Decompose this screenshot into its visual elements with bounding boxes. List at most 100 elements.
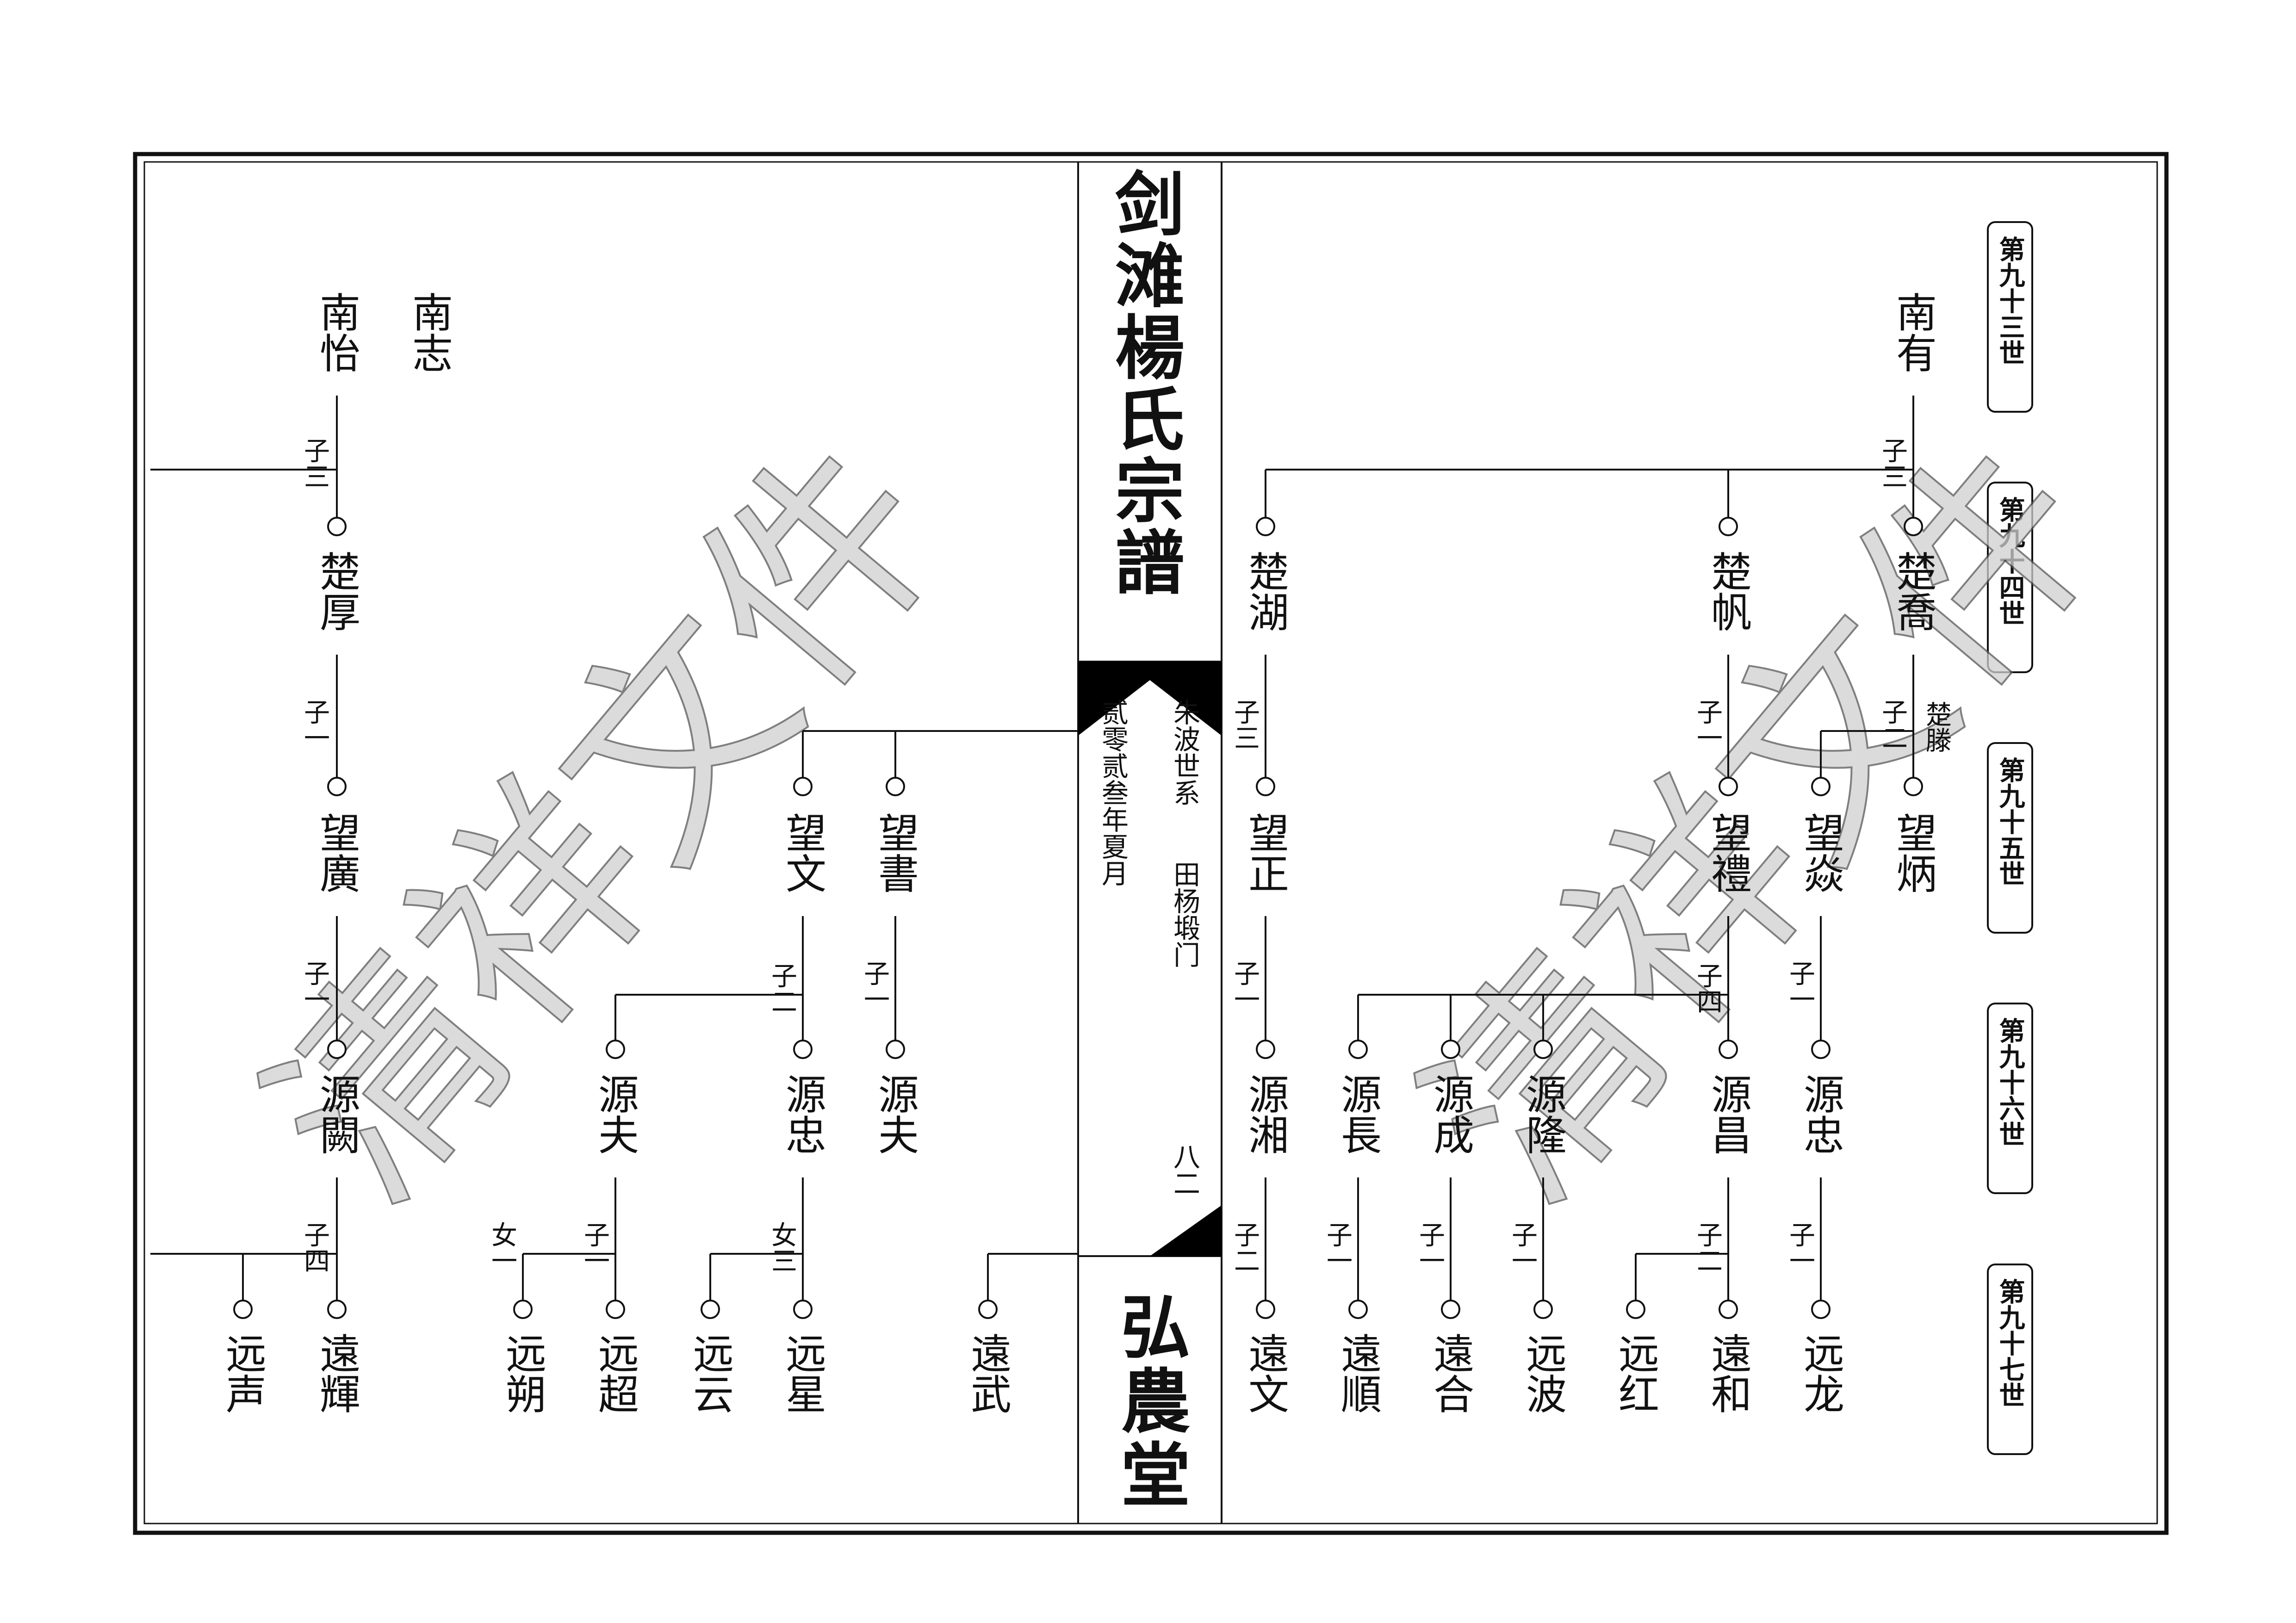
person-name: 源長 <box>1334 1073 1382 1155</box>
lineage-marker <box>1811 777 1831 796</box>
child-count-label: 子一 <box>300 699 330 750</box>
lineage-marker <box>327 777 347 796</box>
lineage-marker <box>1256 1040 1275 1059</box>
person-name: 望書 <box>872 812 919 893</box>
person-name: 遠和 <box>1705 1332 1752 1414</box>
person-name: 楚湖 <box>1242 551 1290 632</box>
lineage-marker <box>1533 1040 1553 1059</box>
person-name: 楚帆 <box>1705 551 1752 632</box>
child-count-label: 子四 <box>1693 962 1723 1014</box>
person-name: 南志 <box>406 291 453 373</box>
lineage-lines <box>150 396 1914 1300</box>
gen-box <box>1987 482 2033 673</box>
person-name: 南怡 <box>313 291 361 373</box>
title-char: 宗 <box>1115 451 1185 533</box>
person-name: 远朔 <box>499 1332 547 1414</box>
child-count-label: 子一 <box>860 960 890 1012</box>
lineage-marker <box>793 777 813 796</box>
person-name: 源闕 <box>313 1073 361 1155</box>
person-name: 遠合 <box>1427 1332 1475 1414</box>
person-name: 源忠 <box>779 1073 827 1155</box>
person-name: 远龙 <box>1797 1332 1845 1414</box>
lineage-marker <box>1533 1300 1553 1319</box>
child-count-label: 子一 <box>1785 960 1815 1012</box>
lineage-marker <box>327 1300 347 1319</box>
person-name: 遠輝 <box>313 1332 361 1414</box>
lineage-marker <box>1348 1300 1368 1319</box>
lineage-marker <box>1719 1300 1738 1319</box>
person-name: 远声 <box>219 1332 267 1414</box>
lineage-marker <box>1719 777 1738 796</box>
person-name: 远超 <box>592 1332 639 1414</box>
lineage-marker <box>1256 777 1275 796</box>
person-name: 远波 <box>1520 1332 1567 1414</box>
spine: 剑 滩 楊 氏 宗 譜 弘農堂 朱波世系 田杨塅门 贰零贰叁年夏月 八二 <box>1077 162 1222 1524</box>
lineage-marker <box>978 1300 998 1319</box>
lineage-marker <box>1719 517 1738 536</box>
child-count-label: 子二 <box>1878 699 1908 750</box>
lineage-marker <box>1811 1300 1831 1319</box>
child-count-label: 女三 <box>767 1221 797 1273</box>
lineage-markers <box>233 517 1923 1319</box>
lineage-marker <box>886 1040 905 1059</box>
child-count-label: 子三 <box>1230 699 1260 750</box>
lineage-marker <box>1348 1040 1368 1059</box>
spine-title: 剑 滩 楊 氏 宗 譜 <box>1115 164 1185 604</box>
child-count-label: 子一 <box>300 960 330 1012</box>
person-name: 远星 <box>779 1332 827 1414</box>
child-count-label: 子三 <box>1878 437 1908 489</box>
title-char: 氏 <box>1115 379 1185 461</box>
lineage-marker <box>1626 1300 1645 1319</box>
gen-label: 第九十六世 <box>1995 1017 2025 1147</box>
person-name: 望正 <box>1242 812 1290 893</box>
person-name: 远红 <box>1612 1332 1660 1414</box>
gen-box <box>1987 1264 2033 1455</box>
page-number: 八二 <box>1169 1143 1200 1196</box>
person-name: 遠順 <box>1334 1332 1382 1414</box>
lineage-marker <box>701 1300 720 1319</box>
person-name: 遠文 <box>1242 1332 1290 1414</box>
title-char: 楊 <box>1115 308 1185 389</box>
lineage-marker <box>513 1300 533 1319</box>
gen-box <box>1987 742 2033 934</box>
child-count-label: 子一 <box>1693 699 1723 750</box>
branch-name: 朱波世系 <box>1169 699 1200 806</box>
fishtail-top <box>1078 662 1222 736</box>
lineage-marker <box>793 1040 813 1059</box>
person-name: 源湘 <box>1242 1073 1290 1155</box>
person-name: 源成 <box>1427 1073 1475 1155</box>
title-char: 譜 <box>1115 523 1185 604</box>
inner-frame <box>143 161 2158 1524</box>
child-count-label: 子一 <box>1785 1221 1815 1273</box>
lineage-names: 南怡南志子三楚厚子一望廣子一源闕子四遠輝远声望文望書子二源忠源夫子一源夫女一子一… <box>219 291 1952 1414</box>
lineage-marker <box>886 777 905 796</box>
gen-label: 第九十三世 <box>1995 236 2025 365</box>
lineage-marker <box>233 1300 253 1319</box>
date-text: 贰零贰叁年夏月 <box>1097 699 1129 886</box>
outer-frame <box>133 152 2169 1535</box>
lineage-marker <box>1719 1040 1738 1059</box>
gen-box <box>1987 221 2033 413</box>
lineage-marker <box>1256 517 1275 536</box>
title-char: 滩 <box>1115 236 1185 317</box>
person-name: 远云 <box>687 1332 734 1414</box>
person-name: 望廣 <box>313 812 361 893</box>
person-name: 源夫 <box>592 1073 639 1155</box>
child-count-label: 子一 <box>580 1221 610 1273</box>
person-name: 望炳 <box>1890 812 1937 893</box>
lineage-marker <box>606 1300 625 1319</box>
person-name: 源夫 <box>872 1073 919 1155</box>
person-name: 望禮 <box>1705 812 1752 893</box>
gen-box <box>1987 1003 2033 1194</box>
lineage-marker <box>793 1300 813 1319</box>
lineage-marker <box>1256 1300 1275 1319</box>
sub-branch-name: 田杨塅门 <box>1169 861 1200 968</box>
child-count-label: 子一 <box>1415 1221 1445 1273</box>
person-name: 源昌 <box>1705 1073 1752 1155</box>
gen-label: 第九十四世 <box>1995 496 2025 626</box>
lineage-marker <box>1441 1040 1460 1059</box>
child-count-label: 子一 <box>1230 960 1260 1012</box>
person-name: 遠武 <box>964 1332 1012 1414</box>
gen-label: 第九十五世 <box>1995 757 2025 886</box>
